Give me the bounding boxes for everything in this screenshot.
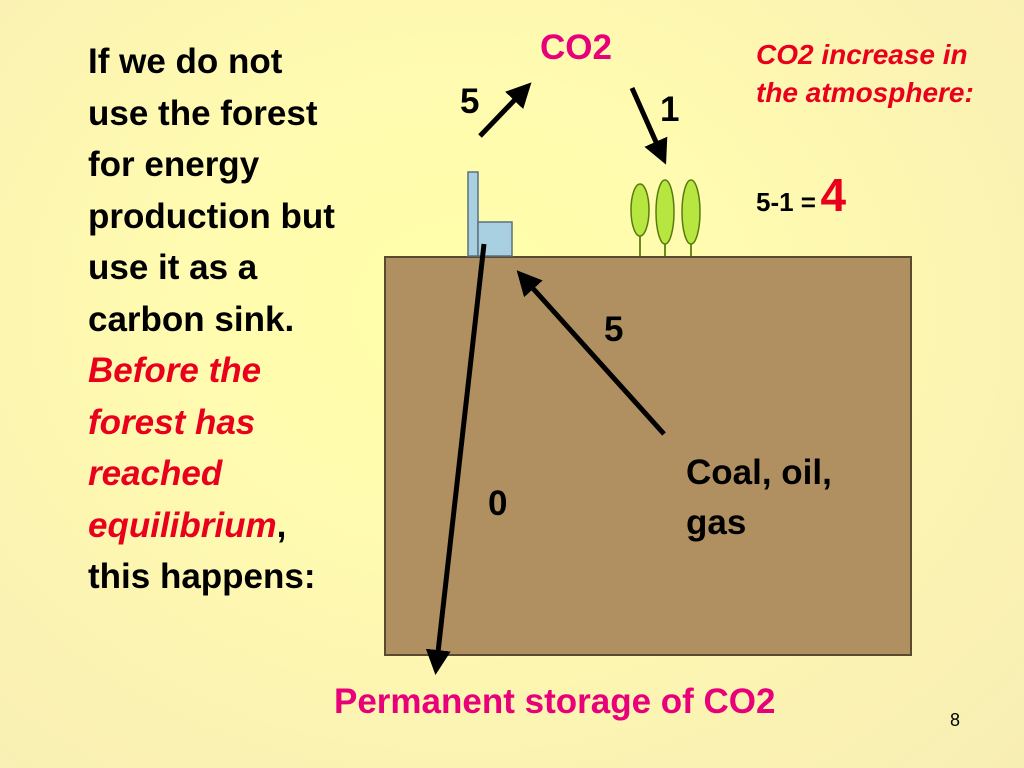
ground-block <box>384 256 912 656</box>
emission-value: 5 <box>460 82 480 121</box>
storage-value: 0 <box>488 484 508 523</box>
calc-result: 4 <box>820 169 847 221</box>
explanation-highlight: Before the forest has reached equilibriu… <box>88 351 277 545</box>
factory-icon <box>467 171 513 257</box>
fossil-fuels-label: Coal, oil, gas <box>686 453 832 542</box>
explanation-text: If we do not use the forest for energy p… <box>88 36 348 603</box>
explanation-part-3: , this happens: <box>88 505 316 597</box>
explanation-part-1: If we do not use the forest for energy p… <box>88 42 335 339</box>
fossil-arrow <box>516 270 666 436</box>
calc-expression: 5-1 = <box>756 187 816 217</box>
co2-label: CO2 <box>540 28 612 67</box>
atmosphere-calculation: 5-1 = 4 <box>756 168 846 222</box>
atmosphere-increase-label: CO2 increase in the atmosphere: <box>756 39 974 108</box>
storage-label: Permanent storage of CO2 <box>334 682 776 721</box>
storage-arrow <box>425 243 487 675</box>
page-number: 8 <box>950 710 961 730</box>
emission-arrow <box>478 82 532 138</box>
uptake-value: 1 <box>660 90 680 129</box>
fossil-value: 5 <box>604 310 624 349</box>
uptake-arrow <box>629 86 668 165</box>
trees-icon <box>630 179 701 256</box>
